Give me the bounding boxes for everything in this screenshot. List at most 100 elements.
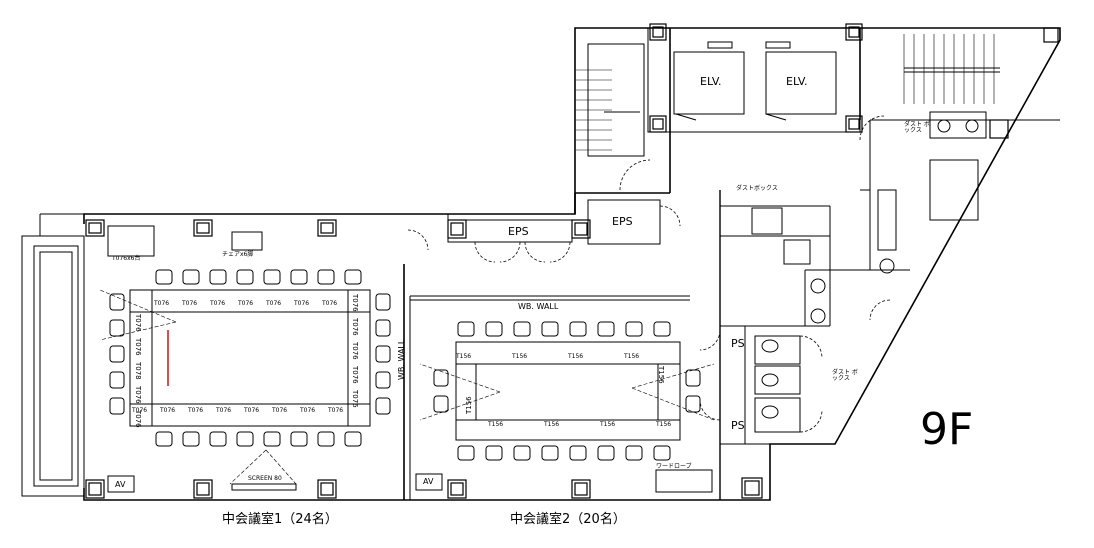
room2-right-end-table: T156 — [657, 366, 665, 384]
dust-box-3-label: ダスト ボックス — [832, 369, 858, 382]
chair — [109, 397, 125, 415]
chairs — [109, 269, 701, 461]
dust-box-2-label: ダスト ボックス — [904, 121, 930, 134]
wb-wall-vertical-label: WB. WALL — [397, 339, 406, 380]
chair — [685, 395, 701, 413]
table-label: T076 — [134, 410, 142, 428]
table-label: T076 — [210, 300, 226, 307]
chair — [653, 445, 671, 461]
table-label: T076 — [272, 407, 288, 414]
door-swings — [407, 115, 891, 433]
table-label: T076 — [300, 407, 316, 414]
room2-table-block — [455, 341, 681, 441]
chair — [485, 321, 503, 337]
screen-label: SCREEN 80 — [248, 475, 282, 482]
chair — [236, 431, 254, 447]
table-label: T076 — [134, 386, 142, 404]
chair — [433, 395, 449, 413]
table-label: T076 — [328, 407, 344, 414]
stairwell-left — [576, 43, 645, 157]
elevator-shafts — [647, 27, 861, 133]
table-label: T076 — [351, 318, 359, 336]
table-label: T076 — [351, 294, 359, 312]
room2-name: 中会議室2（20名） — [510, 512, 626, 527]
chair — [485, 445, 503, 461]
projection-lines — [99, 289, 715, 485]
stairwell-right — [903, 34, 1000, 104]
wardrobe-label: ワードローブ — [656, 463, 692, 470]
eps-bottom-label: EPS — [508, 225, 529, 238]
chair — [209, 431, 227, 447]
chair — [513, 321, 531, 337]
chair — [653, 321, 671, 337]
room1-name: 中会議室1（24名） — [222, 512, 338, 527]
table-label: T076 — [351, 390, 359, 408]
dust-box-1-label: ダストボックス — [736, 185, 778, 192]
chair — [685, 369, 701, 387]
table-label: T076 — [188, 407, 204, 414]
interior-walls — [403, 119, 1060, 500]
chair — [290, 431, 308, 447]
chair — [344, 431, 362, 447]
building-outline — [83, 27, 1061, 501]
table-label: T156 — [624, 353, 640, 360]
chair — [541, 445, 559, 461]
table-stack — [107, 225, 155, 257]
chair — [109, 293, 125, 311]
av-box-1 — [107, 475, 135, 493]
table-label: T076 — [266, 300, 282, 307]
ps-1-label: PS — [731, 337, 745, 350]
table-label: T076 — [216, 407, 232, 414]
table-label: T156 — [600, 421, 616, 428]
table-label: T156 — [456, 353, 472, 360]
elevator-2-label: ELV. — [786, 75, 808, 88]
table-label: T076 — [160, 407, 176, 414]
table-label: T156 — [544, 421, 560, 428]
floor-label: 9F — [920, 404, 974, 455]
table-label: T156 — [656, 421, 672, 428]
chair-stack-label: チェアx6脚 — [222, 251, 254, 258]
restrooms — [751, 111, 987, 433]
chair — [625, 321, 643, 337]
eps-top-label: EPS — [612, 215, 633, 228]
chair — [569, 445, 587, 461]
chair — [109, 319, 125, 337]
chair — [541, 321, 559, 337]
ps-2-label: PS — [731, 419, 745, 432]
table-label: T156 — [568, 353, 584, 360]
room2-left-end-table: T156 — [465, 396, 473, 414]
wb-wall-horizontal-label: WB. WALL — [518, 302, 559, 311]
room1-table-block — [129, 289, 371, 427]
table-label: T076 — [134, 338, 142, 356]
av-2-label: AV — [423, 477, 434, 486]
structural-columns — [85, 23, 1059, 499]
table-label: T076 — [244, 407, 260, 414]
left-exterior-wall — [21, 213, 85, 497]
chair — [597, 321, 615, 337]
chair — [375, 371, 391, 389]
chair — [344, 269, 362, 285]
chair — [317, 431, 335, 447]
chair — [433, 369, 449, 387]
chair — [375, 293, 391, 311]
table-label: T076 — [351, 366, 359, 384]
chair — [597, 445, 615, 461]
chair — [569, 321, 587, 337]
chair — [263, 431, 281, 447]
table-label: T076 — [132, 407, 148, 414]
av-1-label: AV — [115, 480, 126, 489]
chair — [155, 269, 173, 285]
table-label: T076 — [351, 342, 359, 360]
table-label: T076 — [294, 300, 310, 307]
wardrobe — [655, 469, 713, 493]
table-label: T076 — [182, 300, 198, 307]
chair — [457, 445, 475, 461]
chair — [263, 269, 281, 285]
table-label: T076 — [322, 300, 338, 307]
table-stack-label: T076x6台 — [112, 255, 141, 262]
table-label: T076 — [134, 314, 142, 332]
chair — [290, 269, 308, 285]
chair — [109, 371, 125, 389]
table-label: T076 — [154, 300, 170, 307]
